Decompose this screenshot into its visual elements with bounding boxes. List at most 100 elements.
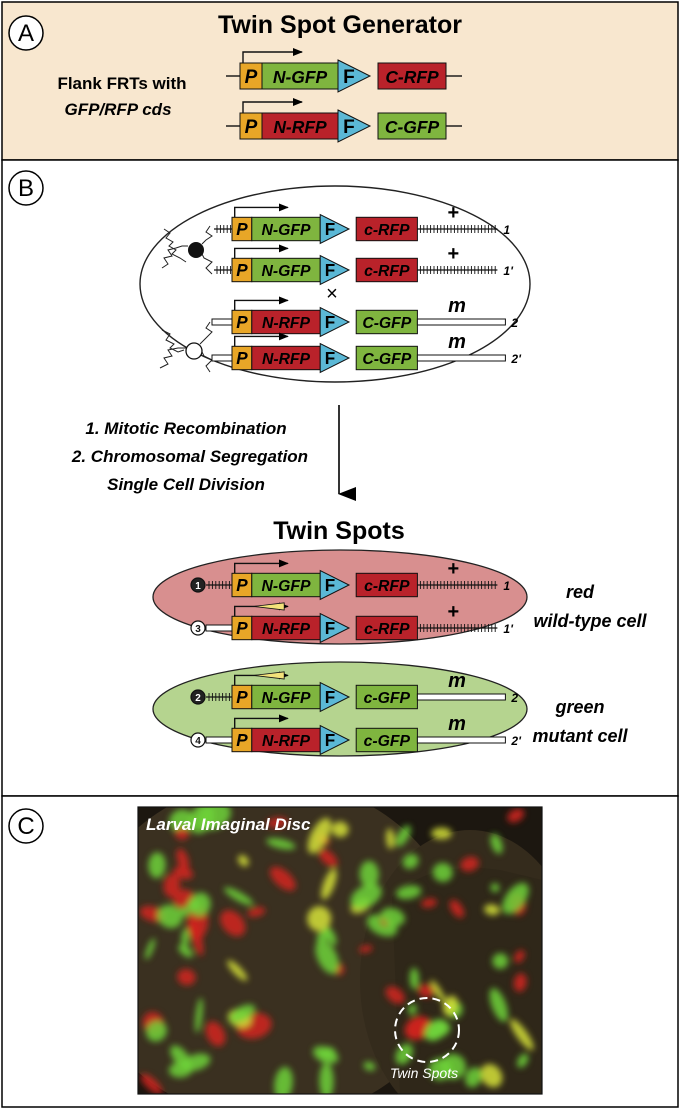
chromosome-id: 2 — [510, 316, 518, 330]
frt-triangle — [319, 569, 351, 601]
centromere-filled — [188, 242, 204, 258]
frt-triangle — [319, 342, 351, 374]
frt-label: F — [325, 349, 335, 368]
c-terminal-label: C-GFP — [362, 351, 411, 368]
chromosome-id: 1' — [503, 622, 514, 636]
panel-a-letter-circle — [8, 15, 44, 51]
promoter-arrow-icon — [234, 332, 289, 347]
chromosome-number: 3 — [195, 624, 201, 635]
promoter-arrow-icon — [234, 244, 289, 259]
frt-triangle — [319, 681, 351, 713]
imaginal-disc-image — [138, 807, 542, 1094]
step-chromosomal-segregation: 2. Chromosomal Segregation — [71, 447, 308, 466]
c-terminal-label: C-GFP — [385, 117, 440, 137]
promoter-label: P — [236, 261, 248, 280]
promoter-arrow-icon — [234, 296, 289, 311]
c-terminal-label: C-RFP — [385, 67, 439, 87]
mutant-arm — [416, 354, 506, 362]
c-terminal-label: c-RFP — [364, 263, 410, 280]
c-terminal-label: c-RFP — [364, 621, 410, 638]
twin-spots-title: Twin Spots — [273, 517, 404, 545]
allele-label: + — [448, 202, 460, 224]
panel-b-letter: B — [18, 175, 34, 202]
frt-triangle — [337, 109, 372, 143]
n-terminal-label: N-GFP — [262, 690, 311, 707]
promoter-label: P — [236, 731, 248, 750]
c-terminal-label: c-RFP — [364, 222, 410, 239]
promoter-arrow-icon — [242, 48, 303, 63]
chromosome-id: 2' — [510, 352, 522, 366]
frt-label: F — [325, 688, 335, 707]
c-terminal-box — [377, 62, 447, 90]
panel-b-letter-circle — [8, 170, 44, 206]
promoter-label: P — [236, 220, 248, 239]
allele-label: m — [448, 670, 466, 692]
allele-label: + — [448, 243, 460, 265]
allele-label: + — [448, 558, 460, 580]
chromosome-number: 1 — [195, 581, 201, 592]
spindle-fibers — [159, 225, 213, 373]
frt-label: F — [325, 619, 335, 638]
frt-label: F — [325, 220, 335, 239]
n-terminal-label: N-RFP — [262, 621, 311, 638]
centromere-bead — [190, 620, 206, 636]
twin-spot-circle — [394, 997, 460, 1063]
allele-label: + — [448, 601, 460, 623]
n-terminal-label: N-RFP — [262, 315, 311, 332]
panel-a: A Twin Spot Generator Flank FRTs with GF… — [1, 1, 679, 161]
allele-label: m — [448, 295, 466, 317]
c-terminal-label: C-GFP — [362, 315, 411, 332]
chromosome-id: 1 — [503, 223, 510, 237]
red-cell-label-line2: wild-type cell — [533, 611, 647, 631]
promoter-label: P — [236, 576, 248, 595]
promoter-label: P — [236, 619, 248, 638]
n-terminal-label: N-RFP — [262, 351, 311, 368]
frt-label: F — [325, 261, 335, 280]
c-terminal-label: c-GFP — [364, 690, 411, 707]
promoter-label: P — [245, 117, 258, 138]
frt-triangle — [319, 306, 351, 338]
n-terminal-label: N-GFP — [262, 263, 311, 280]
c-terminal-label: c-GFP — [364, 733, 411, 750]
image-border — [137, 806, 543, 1095]
recombined-arrow-icon — [253, 602, 285, 611]
centromere-bead — [190, 577, 206, 593]
frt-label: F — [325, 313, 335, 332]
allele-label: m — [448, 713, 466, 735]
panel-a-letter: A — [18, 20, 34, 47]
frt-label: F — [343, 67, 355, 88]
promoter-arrow-icon — [234, 203, 289, 218]
chromosome-number: 2 — [195, 693, 201, 704]
panel-a-title: Twin Spot Generator — [218, 11, 462, 39]
green-cell-label-line1: green — [554, 697, 604, 717]
centromere-open — [185, 342, 203, 360]
chromosome-number: 4 — [195, 736, 201, 747]
c-terminal-box — [377, 112, 447, 140]
promoter-arrow-icon — [242, 98, 303, 113]
promoter-label: P — [245, 67, 258, 88]
green-cell-label-line2: mutant cell — [532, 726, 628, 746]
frt-triangle — [319, 724, 351, 756]
promoter-arrow-icon — [234, 559, 289, 574]
mutant-arm — [416, 693, 506, 701]
mutant-arm — [416, 736, 506, 744]
step-mitotic-recombination: 1. Mitotic Recombination — [85, 419, 286, 438]
twin-spot-annotation: Twin Spots — [390, 1065, 458, 1081]
recombined-arrow-icon — [253, 671, 285, 680]
red-cell-label-line1: red — [566, 582, 595, 602]
step-single-cell-division: Single Cell Division — [107, 475, 265, 494]
panel-c-letter: C — [17, 813, 34, 840]
frt-label: F — [325, 576, 335, 595]
n-terminal-label: N-GFP — [262, 578, 311, 595]
